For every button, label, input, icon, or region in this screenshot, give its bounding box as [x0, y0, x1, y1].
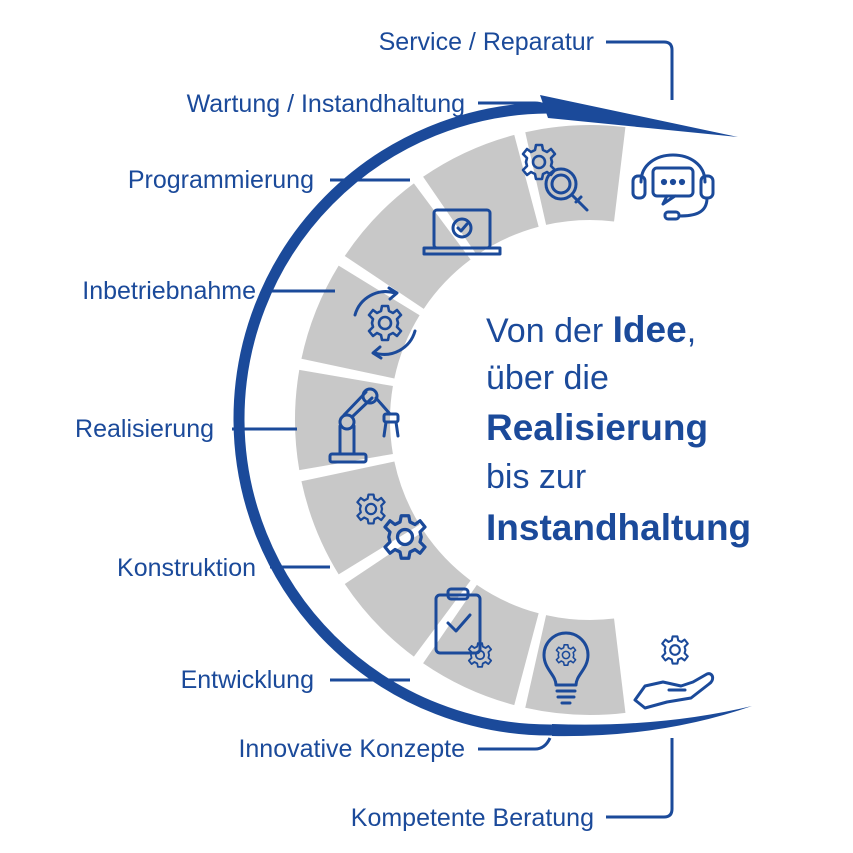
segment-programmierung — [344, 183, 471, 309]
center-statement: Von der Idee, über die Realisierung bis … — [486, 309, 751, 548]
label-entwicklung: Entwicklung — [181, 666, 314, 694]
segment-entwicklung — [344, 531, 471, 657]
gear-magnifier-icon — [521, 143, 589, 212]
center-line-1-post: , — [687, 312, 696, 350]
segment-wartung — [423, 134, 539, 256]
center-line-1: Von der Idee, — [486, 309, 696, 350]
arc-tail — [552, 706, 752, 737]
center-line-5: Instandhaltung — [486, 507, 751, 548]
center-line-3: Realisierung — [486, 407, 708, 448]
headset-chat-icon — [631, 153, 715, 221]
connector-wartung — [478, 101, 550, 111]
outer-arc — [233, 102, 553, 736]
lightbulb-gear-icon — [542, 631, 590, 705]
label-konstruktion: Konstruktion — [117, 554, 256, 582]
laptop-check-icon — [422, 208, 502, 256]
segment-beratung — [525, 615, 626, 715]
robot-arm-icon — [328, 387, 400, 464]
gear-cycle-icon — [353, 286, 417, 360]
arc-arrowhead — [540, 95, 738, 137]
label-service: Service / Reparatur — [379, 28, 594, 56]
center-line-1-pre: Von der — [486, 312, 613, 350]
clipboard-check-gear-icon — [434, 587, 493, 668]
label-beratung: Kompetente Beratung — [351, 804, 594, 832]
hand-gear-icon — [633, 635, 715, 710]
label-programmierung: Programmierung — [128, 166, 314, 194]
center-line-4: bis zur — [486, 458, 586, 496]
connector-beratung — [606, 738, 674, 819]
segment-service — [525, 125, 626, 225]
label-realisierung: Realisierung — [75, 415, 214, 443]
segment-inbetriebnahme — [301, 265, 420, 379]
center-line-1-bold: Idee — [613, 309, 687, 350]
connector-service — [606, 40, 674, 100]
segment-realisierung — [295, 369, 393, 471]
label-wartung: Wartung / Instandhaltung — [187, 90, 465, 118]
center-line-2: über die — [486, 359, 609, 397]
label-innovative: Innovative Konzepte — [238, 735, 465, 763]
connector-innovative — [478, 737, 552, 751]
label-inbetriebnahme: Inbetriebnahme — [82, 277, 256, 305]
